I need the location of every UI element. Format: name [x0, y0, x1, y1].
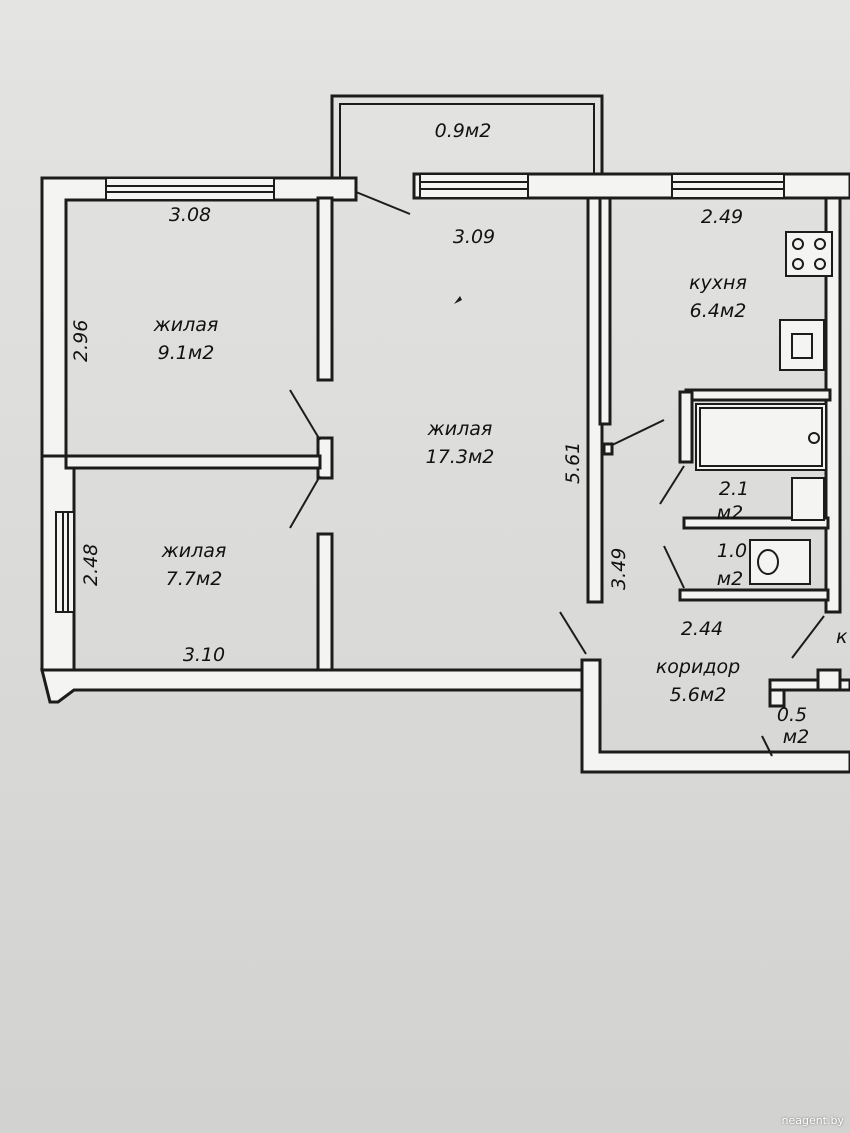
balcony-area-label: 0.9м2 [434, 120, 492, 142]
room-b-depth-label: 2.48 [80, 543, 102, 586]
interior-walls [64, 196, 850, 708]
washbasin-icon [791, 477, 825, 521]
room-b-area-label: 7.7м2 [165, 568, 223, 590]
closet-area-value-label: 0.5 [776, 704, 808, 726]
kitchen-width-label: 2.49 [700, 206, 744, 228]
room-c-area-label: 17.3м2 [425, 446, 495, 468]
door-swings [289, 191, 825, 757]
watermark: neagent.by [781, 1114, 844, 1127]
kitchen-name-label: кухня [689, 272, 747, 294]
sink-icon [779, 319, 825, 371]
corridor-area-label: 5.6м2 [669, 684, 727, 706]
pen-mark [454, 296, 462, 304]
room-b-width-label: 3.10 [182, 644, 226, 666]
corridor-length-label: 3.49 [608, 547, 630, 590]
room-c-name-label: жилая [427, 418, 493, 440]
room-c-depth-label: 5.61 [562, 441, 584, 484]
room-a-area-label: 9.1м2 [157, 342, 215, 364]
balcony-outline [330, 94, 604, 178]
toilet-icon [749, 539, 811, 585]
room-a-depth-label: 2.96 [70, 319, 92, 362]
room-a-name-label: жилая [153, 314, 219, 336]
corridor-name-label: коридор [655, 656, 741, 678]
room-c-width-label: 3.09 [452, 226, 496, 248]
windows [55, 173, 785, 613]
room-a-width-label: 3.08 [168, 204, 212, 226]
room-b-name-label: жилая [161, 540, 227, 562]
stove-icon [785, 231, 833, 277]
wc-area-unit-label: м2 [716, 568, 744, 590]
bathtub-icon [695, 403, 827, 471]
outer-walls [40, 172, 850, 774]
bath-area-unit-label: м2 [716, 502, 744, 524]
wc-area-value-label: 1.0 [716, 540, 748, 562]
closet-area-unit-label: м2 [782, 726, 810, 748]
corridor-width-label: 2.44 [680, 618, 724, 640]
bath-area-value-label: 2.1 [718, 478, 750, 500]
kitchen-area-label: 6.4м2 [689, 300, 747, 322]
partial-room-label: к [836, 626, 848, 648]
